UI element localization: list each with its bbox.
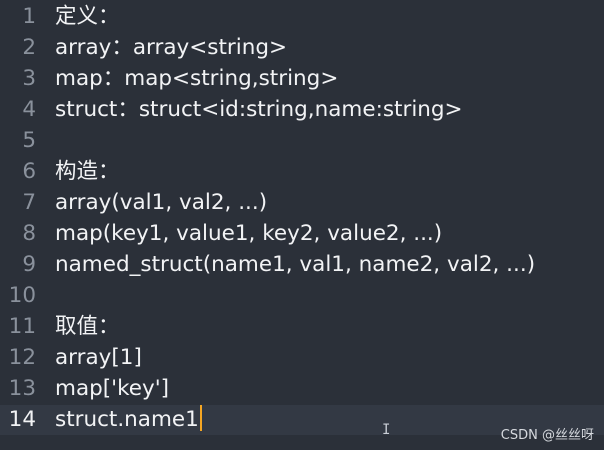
line-number: 2 (22, 35, 36, 60)
line-text[interactable]: 取值： (55, 314, 120, 339)
line-number: 5 (22, 128, 36, 153)
csdn-watermark: CSDN @丝丝呀 (500, 428, 594, 443)
code-line-14-current[interactable]: 14 struct.name1 (0, 405, 604, 435)
code-line-12[interactable]: 12 array[1] (0, 343, 604, 373)
line-text[interactable]: map(key1, value1, key2, value2, ...) (55, 221, 443, 246)
line-number: 14 (8, 407, 36, 432)
code-line-9[interactable]: 9 named_struct(name1, val1, name2, val2,… (0, 250, 604, 280)
line-number: 9 (22, 252, 36, 277)
line-number: 1 (22, 4, 36, 29)
line-number: 8 (22, 221, 36, 246)
text-ibeam-icon: I (382, 422, 391, 438)
code-line-7[interactable]: 7 array(val1, val2, ...) (0, 188, 604, 218)
code-line-1[interactable]: 1 定义： (0, 2, 604, 32)
line-text[interactable]: array：array<string> (55, 35, 287, 60)
code-line-10[interactable]: 10 (0, 281, 604, 311)
code-line-2[interactable]: 2 array：array<string> (0, 33, 604, 63)
line-number: 13 (8, 376, 36, 401)
code-line-11[interactable]: 11 取值： (0, 312, 604, 342)
line-text-with-caret[interactable]: struct.name1 (55, 405, 202, 435)
text-caret (199, 405, 202, 431)
line-text[interactable]: map['key'] (55, 376, 169, 401)
line-text[interactable]: array[1] (55, 345, 142, 370)
line-number: 10 (8, 283, 36, 308)
code-line-13[interactable]: 13 map['key'] (0, 374, 604, 404)
line-text[interactable]: array(val1, val2, ...) (55, 190, 268, 215)
line-number: 6 (22, 159, 36, 184)
code-line-5[interactable]: 5 (0, 126, 604, 156)
line-text[interactable]: 定义： (55, 4, 120, 29)
code-line-3[interactable]: 3 map：map<string,string> (0, 64, 604, 94)
line-number: 3 (22, 66, 36, 91)
line-text[interactable]: struct：struct<id:string,name:string> (55, 97, 463, 122)
line-text[interactable]: named_struct(name1, val1, name2, val2, .… (55, 252, 536, 277)
line-number: 12 (8, 345, 36, 370)
line-number: 11 (8, 314, 36, 339)
line-text[interactable]: struct.name1 (55, 407, 199, 432)
code-line-4[interactable]: 4 struct：struct<id:string,name:string> (0, 95, 604, 125)
line-text[interactable]: 构造： (55, 159, 120, 184)
code-line-6[interactable]: 6 构造： (0, 157, 604, 187)
code-line-8[interactable]: 8 map(key1, value1, key2, value2, ...) (0, 219, 604, 249)
line-text[interactable]: map：map<string,string> (55, 66, 339, 91)
line-number: 4 (22, 97, 36, 122)
line-number: 7 (22, 190, 36, 215)
